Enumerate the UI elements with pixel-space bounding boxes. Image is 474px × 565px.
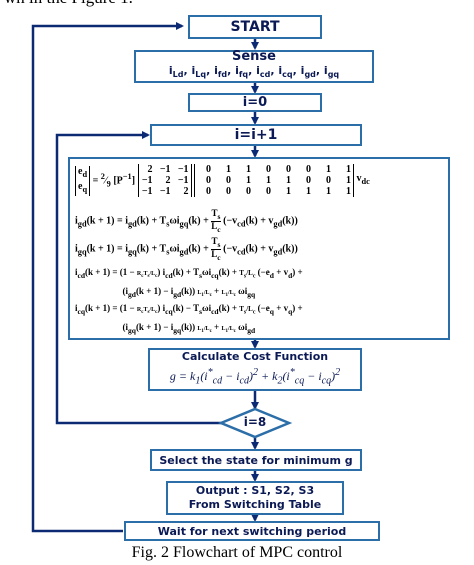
init-box: i=0 [188, 93, 322, 112]
select-state-label: Select the state for minimum g [159, 453, 353, 467]
output-box: Output : S1, S2, S3 From Switching Table [166, 481, 344, 515]
loop-arrow-decision-to-increment [55, 131, 233, 425]
select-state-box: Select the state for minimum g [150, 449, 362, 471]
increment-label: i=i+1 [234, 127, 278, 143]
output-line-1: Output : S1, S2, S3 [195, 484, 315, 497]
start-label: START [230, 19, 280, 35]
init-label: i=0 [242, 95, 268, 110]
cost-function-formula: g = k1(i*cd − icd)2 + k2(i*cq − icq)2 [169, 367, 341, 387]
increment-box: i=i+1 [150, 124, 362, 146]
sense-variables: iLd, iLq, ifd, ifq, icd, icq, igd, igq [168, 64, 340, 80]
start-box: START [188, 15, 322, 39]
equation-icd: icd(k + 1) = (1 − RcTs/Lc) icd(k) + Tsωi… [75, 267, 303, 299]
cost-function-box: Calculate Cost Function g = k1(i*cd − ic… [148, 348, 362, 391]
figure-caption: Fig. 2 Flowchart of MPC control [131, 544, 343, 561]
loop-arrow-wait-to-start [31, 22, 184, 533]
output-line-2: From Switching Table [188, 498, 322, 511]
cost-function-title: Calculate Cost Function [181, 350, 329, 364]
equation-icq: icq(k + 1) = (1 − RcTs/Lc) icq(k) − Tsωi… [75, 303, 303, 335]
decision-label: i=8 [243, 415, 267, 429]
preceding-text-fragment: wn in the Figure 1. [4, 0, 133, 8]
wait-label: Wait for next switching period [157, 524, 347, 538]
sense-title: Sense [232, 49, 276, 65]
wait-box: Wait for next switching period [124, 521, 380, 541]
sense-box: Sense iLd, iLq, ifd, ifq, icd, icq, igd,… [134, 50, 374, 83]
